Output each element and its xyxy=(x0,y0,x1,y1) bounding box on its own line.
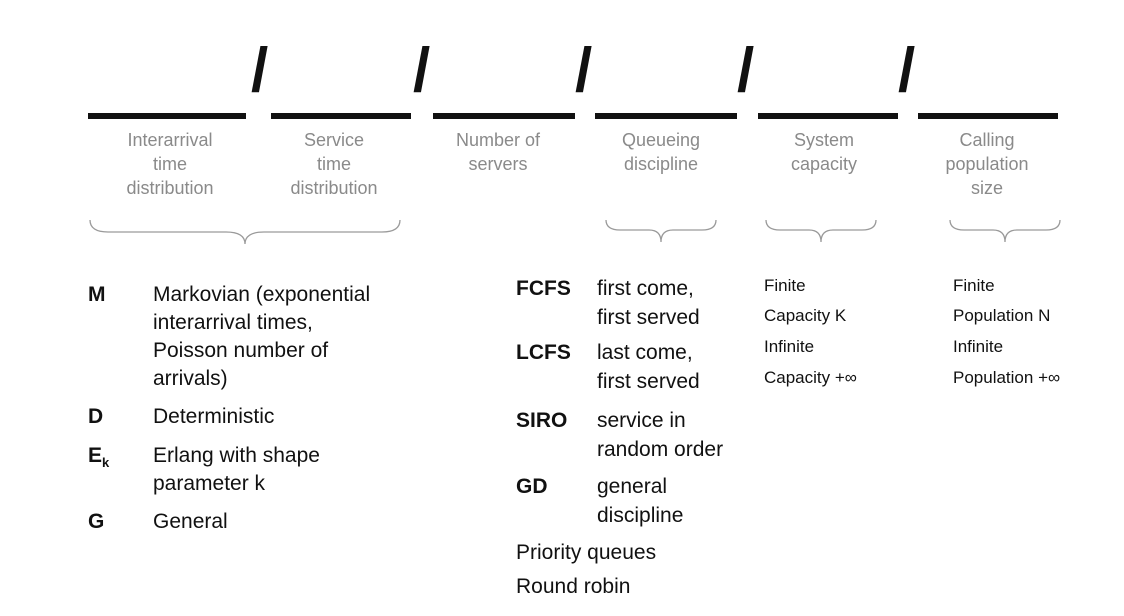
population-option: Population +∞ xyxy=(953,368,1061,387)
slash-separator: / xyxy=(251,36,269,105)
desc-lcfs: first served xyxy=(597,370,700,393)
population-option: Infinite xyxy=(953,337,1004,356)
desc-markovian: Poisson number of xyxy=(153,339,329,362)
discipline-round-robin: Round robin xyxy=(516,575,631,598)
blank-discipline xyxy=(595,113,737,119)
desc-deterministic: Deterministic xyxy=(153,405,275,428)
slash-separator: / xyxy=(575,36,593,105)
desc-fcfs: first served xyxy=(597,306,700,329)
code-markovian: M xyxy=(88,283,106,306)
blank-capacity xyxy=(758,113,898,119)
brace-discipline xyxy=(605,219,717,243)
code-lcfs: LCFS xyxy=(516,341,571,364)
code-general: G xyxy=(88,510,105,533)
desc-markovian: arrivals) xyxy=(153,367,228,390)
brace-distributions xyxy=(89,219,401,245)
blank-servers xyxy=(433,113,575,119)
population-option: Finite xyxy=(953,276,995,295)
desc-fcfs: first come, xyxy=(597,277,694,300)
desc-erlang: parameter k xyxy=(153,472,266,495)
desc-siro: random order xyxy=(597,438,724,461)
header-calling-population-size: Calling population size xyxy=(945,130,1029,198)
code-siro: SIRO xyxy=(516,409,568,432)
discipline-priority-queues: Priority queues xyxy=(516,541,657,564)
header-number-of-servers: Number of servers xyxy=(455,130,541,174)
blank-interarrival xyxy=(88,113,246,119)
desc-markovian: Markovian (exponential xyxy=(153,283,371,306)
capacity-option: Capacity K xyxy=(764,306,847,325)
capacity-option: Capacity +∞ xyxy=(764,368,857,387)
desc-general: General xyxy=(153,510,228,533)
header-service-time-distribution: Service time distribution xyxy=(290,130,378,198)
population-option: Population N xyxy=(953,306,1051,325)
slash-separator: / xyxy=(898,36,916,105)
header-interarrival-time-distribution: Interarrival time distribution xyxy=(126,130,214,198)
brace-population xyxy=(949,219,1061,243)
blank-population xyxy=(918,113,1058,119)
desc-erlang: Erlang with shape xyxy=(153,444,320,467)
capacity-option: Infinite xyxy=(764,337,815,356)
desc-siro: service in xyxy=(597,409,686,432)
code-fcfs: FCFS xyxy=(516,277,571,300)
slash-separator: / xyxy=(413,36,431,105)
code-erlang: Ek xyxy=(88,444,110,471)
header-system-capacity: System capacity xyxy=(790,130,858,174)
code-gd: GD xyxy=(516,475,548,498)
brace-capacity xyxy=(765,219,877,243)
desc-gd: discipline xyxy=(597,504,684,527)
slash-separator: / xyxy=(737,36,755,105)
blank-service xyxy=(271,113,411,119)
desc-lcfs: last come, xyxy=(597,341,693,364)
capacity-option: Finite xyxy=(764,276,806,295)
code-deterministic: D xyxy=(88,405,104,428)
header-queueing-discipline: Queueing discipline xyxy=(621,130,701,174)
desc-gd: general xyxy=(597,475,668,498)
desc-markovian: interarrival times, xyxy=(153,311,313,334)
